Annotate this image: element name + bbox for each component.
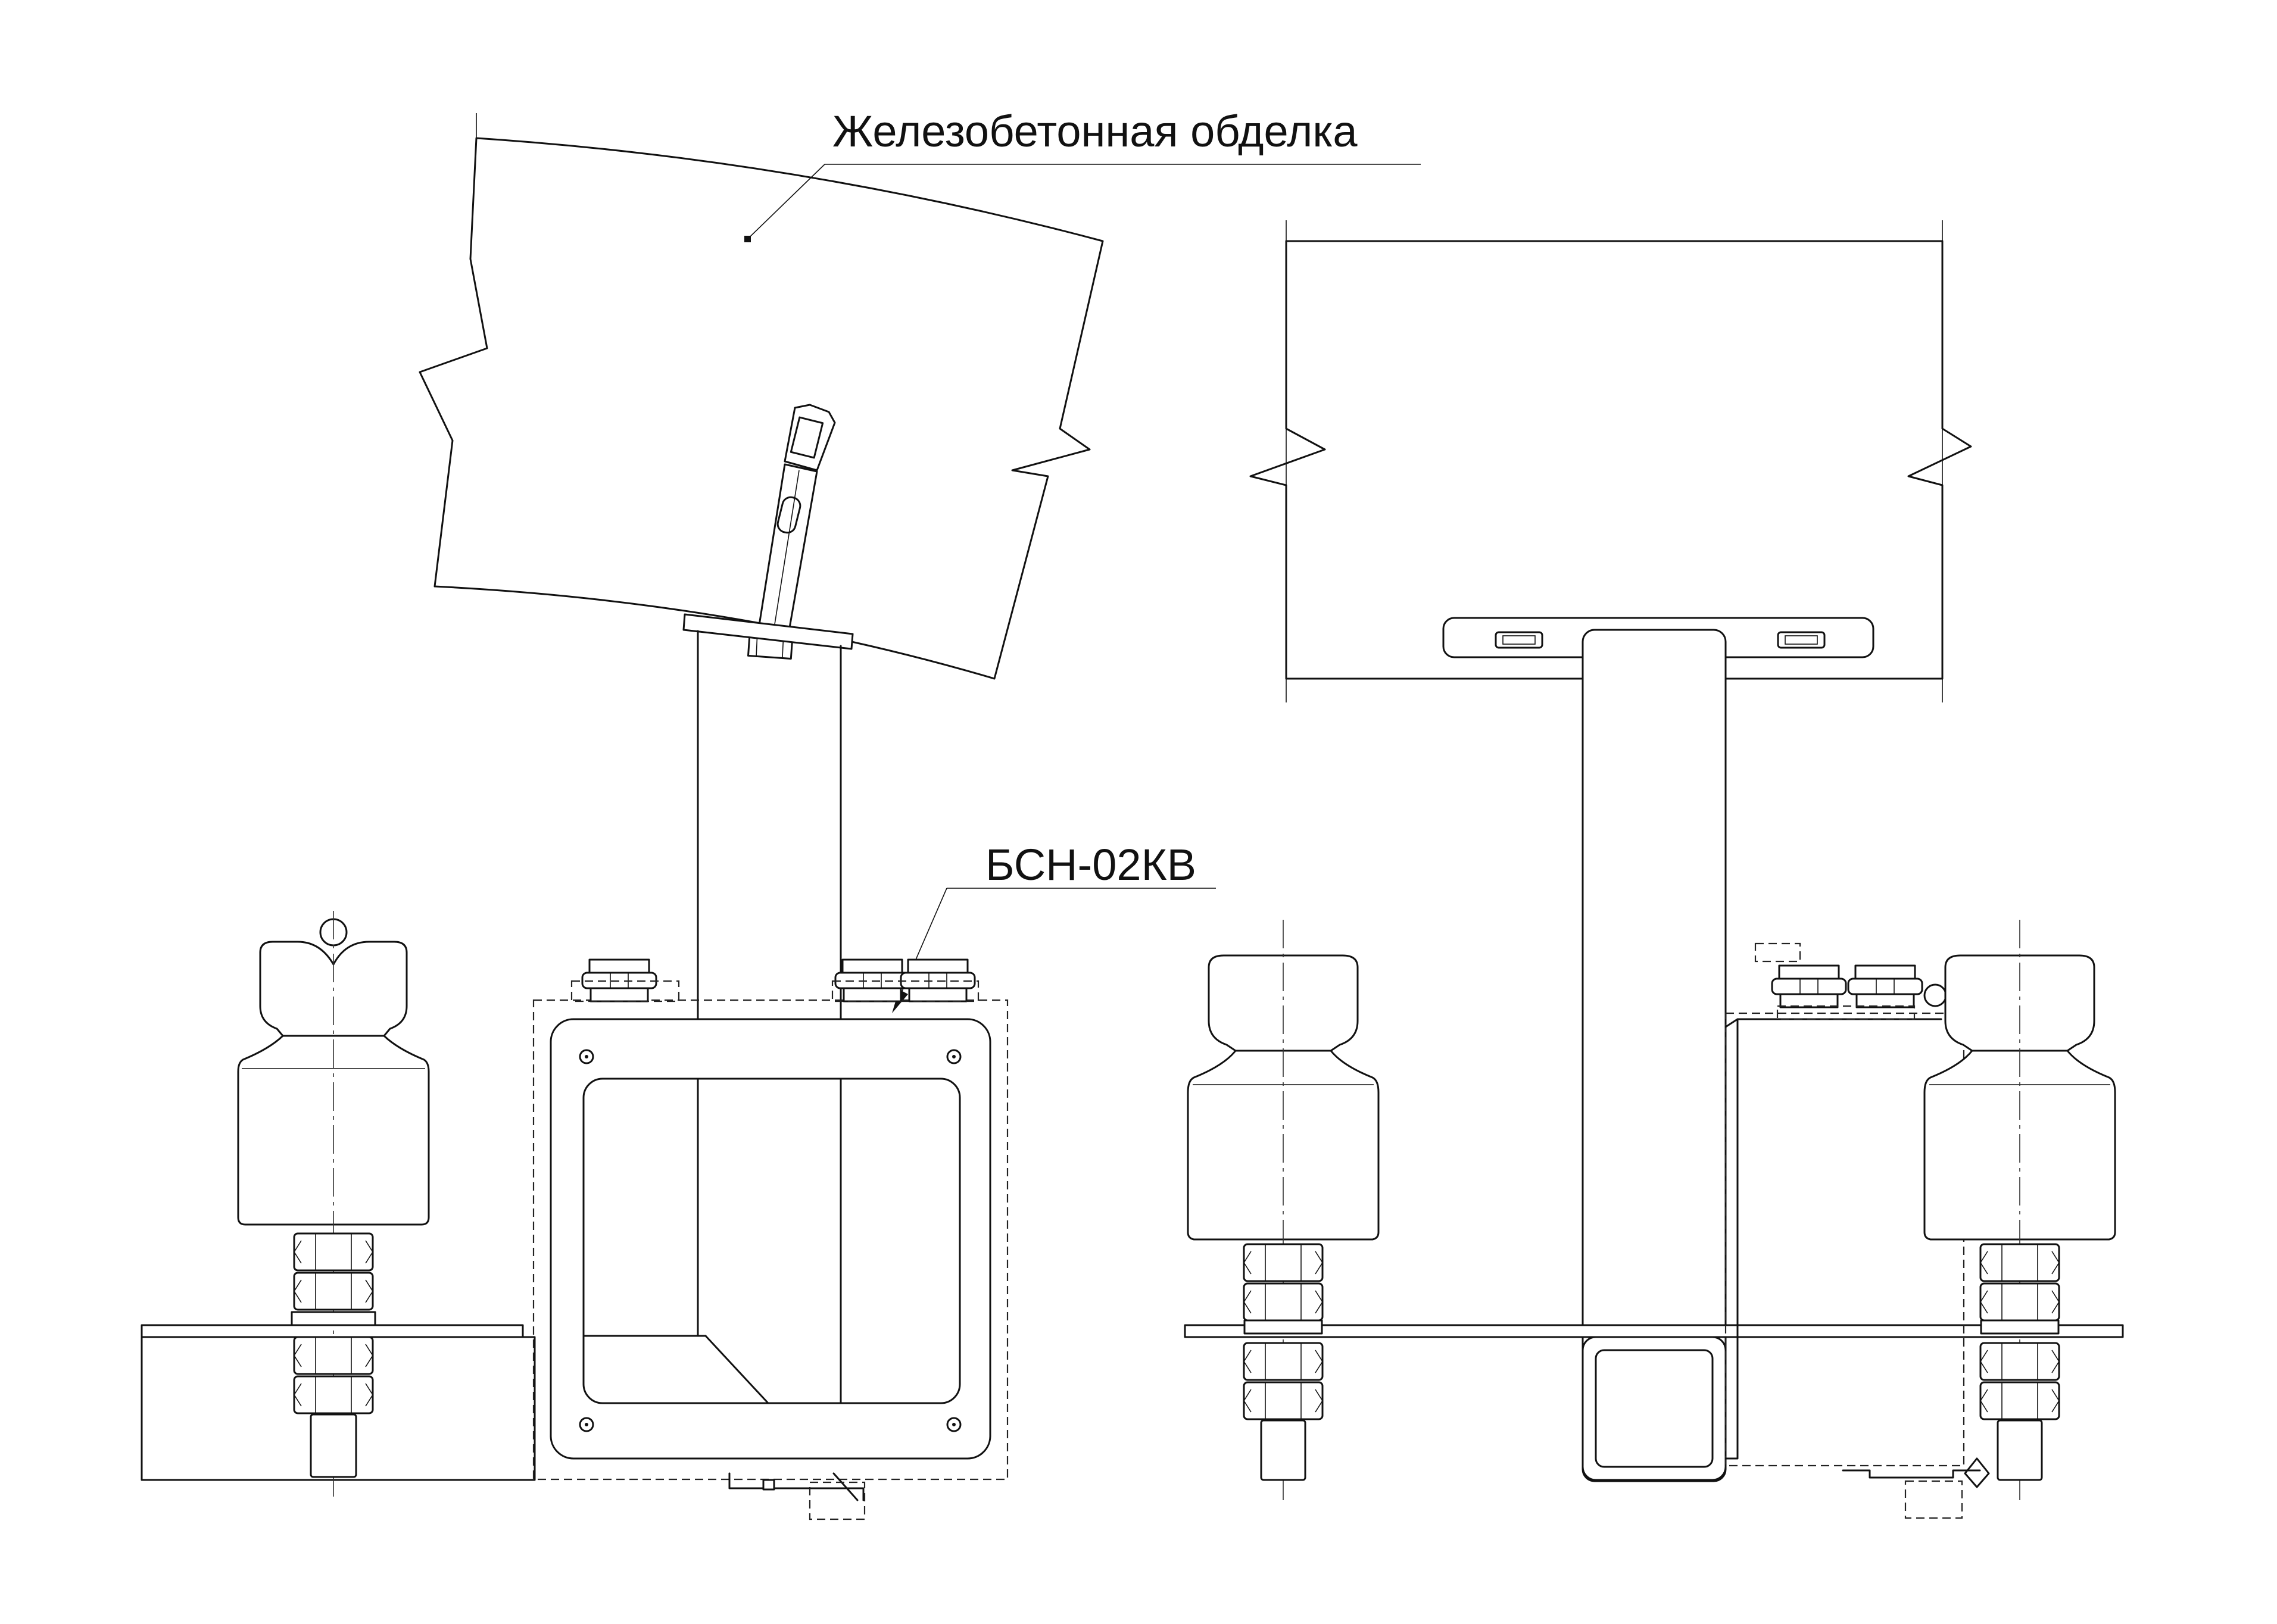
left-box-envelope <box>532 999 1009 1481</box>
left-bottom-clip <box>728 1472 865 1501</box>
lining-slab-right <box>1249 220 1972 702</box>
right-insulator-2 <box>1923 920 2116 1500</box>
right-tube-section <box>1582 1336 1727 1481</box>
lining-label: Железобетонная обделка <box>832 107 1358 156</box>
right-box-glands <box>1754 942 1947 1020</box>
flange-slots <box>1495 631 1826 649</box>
anchor-bolt <box>747 404 836 660</box>
lining-leader <box>744 164 1421 242</box>
left-bracket-plate <box>141 1324 524 1338</box>
right-bottom-clips <box>1842 1457 1990 1519</box>
left-box-window <box>582 1078 961 1404</box>
box-screws <box>579 1049 962 1432</box>
left-view: Железобетонная обделка БСН-02КВ <box>141 107 1421 1520</box>
left-mount-plate <box>682 613 854 650</box>
left-insulator <box>237 911 430 1500</box>
right-view <box>1184 220 2124 1519</box>
lining-slab-left <box>419 137 1104 680</box>
right-insulator-1 <box>1187 920 1380 1500</box>
left-box-glands <box>570 958 980 1002</box>
device-label: БСН-02КВ <box>985 840 1196 889</box>
